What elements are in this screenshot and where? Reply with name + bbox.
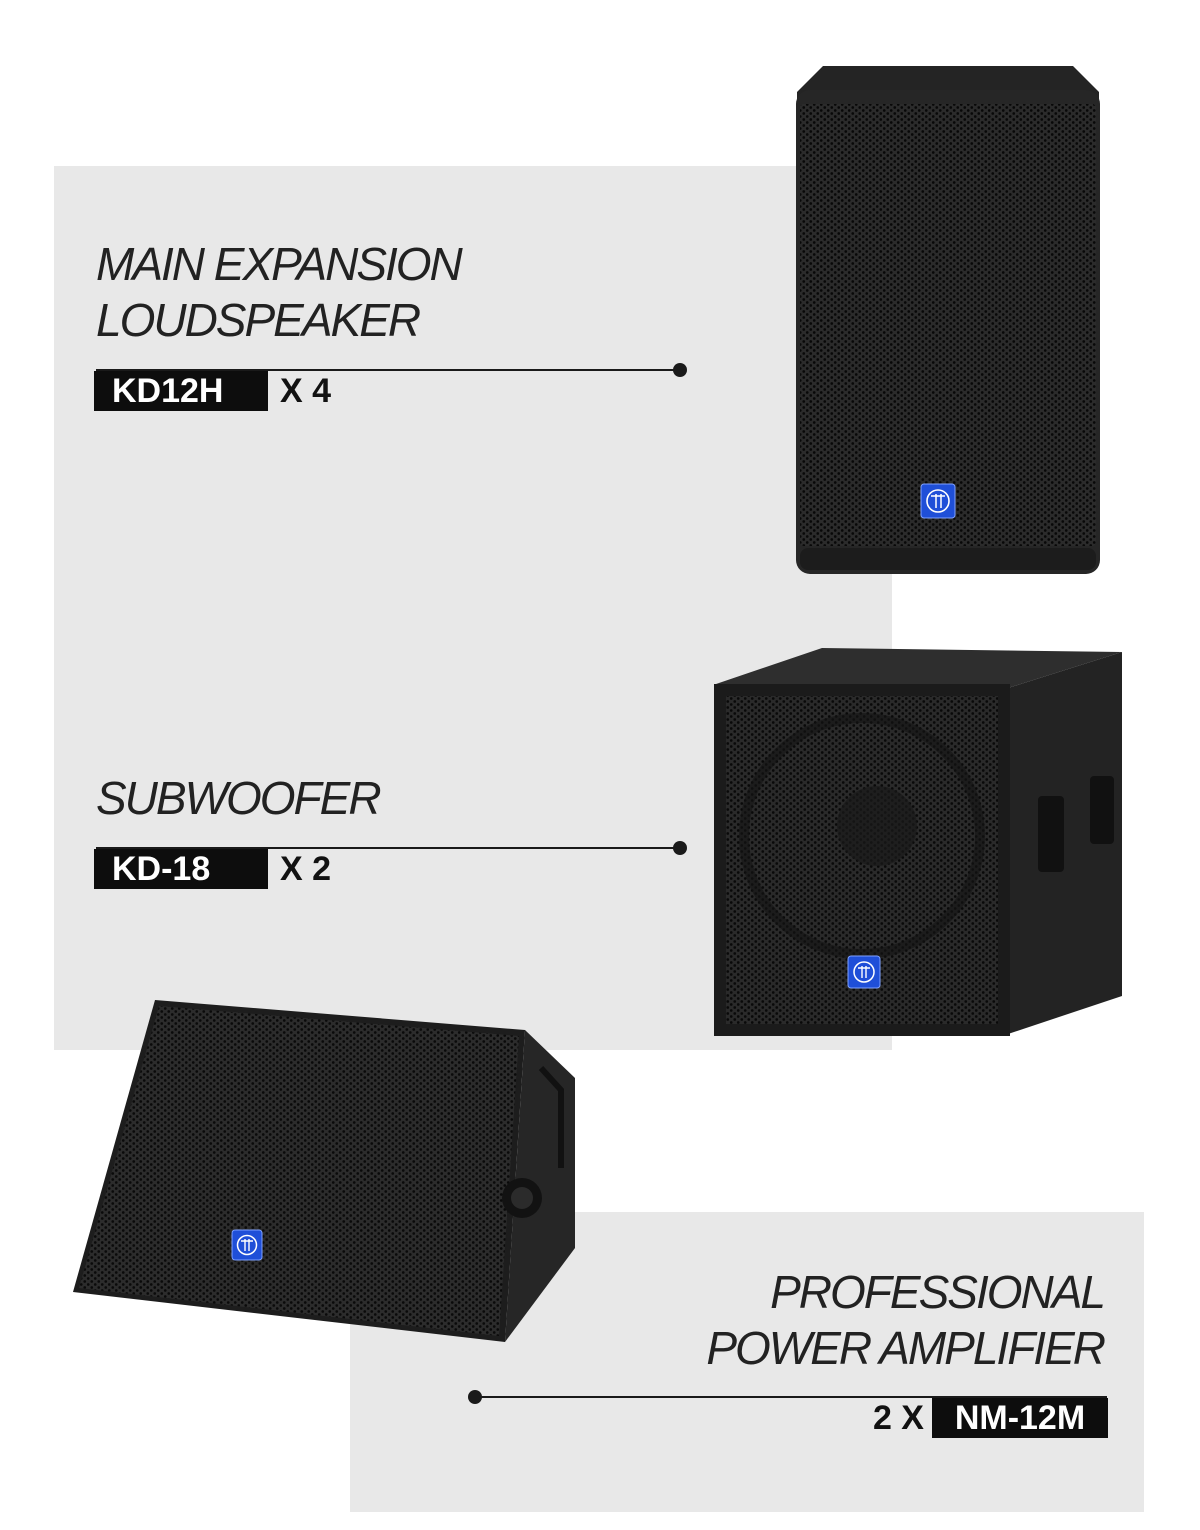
power-amplifier-heading: PROFESSIONAL POWER AMPLIFIER <box>706 1264 1106 1376</box>
main-expansion-heading: MAIN EXPANSION LOUDSPEAKER <box>96 236 463 348</box>
stage-monitor-icon <box>73 1000 575 1342</box>
heading-line: POWER AMPLIFIER <box>706 1322 1106 1374</box>
heading-line: PROFESSIONAL <box>770 1266 1106 1318</box>
leader-dot <box>673 363 687 377</box>
heading-line: MAIN EXPANSION <box>96 238 463 290</box>
model-label: KD-18 <box>94 849 268 889</box>
heading-line: LOUDSPEAKER <box>96 294 421 346</box>
model-label: NM-12M <box>932 1398 1108 1438</box>
model-tag: KD-18 X 2 <box>94 849 331 889</box>
model-label: KD12H <box>94 371 268 411</box>
heading-line: SUBWOOFER <box>96 772 382 824</box>
model-tag: 2 X NM-12M <box>873 1398 1108 1438</box>
leader-dot <box>673 841 687 855</box>
quantity-label: 2 X <box>872 1399 924 1437</box>
subwoofer-icon <box>714 648 1122 1036</box>
leader-line <box>96 841 687 855</box>
leader-dot <box>468 1390 482 1404</box>
main-loudspeaker-icon <box>796 66 1100 574</box>
leader-line <box>96 363 687 377</box>
subwoofer-heading: SUBWOOFER <box>96 770 382 826</box>
quantity-label: X 4 <box>280 372 332 410</box>
leader-line <box>468 1390 1107 1404</box>
quantity-label: X 2 <box>280 850 332 888</box>
model-tag: KD12H X 4 <box>94 371 331 411</box>
